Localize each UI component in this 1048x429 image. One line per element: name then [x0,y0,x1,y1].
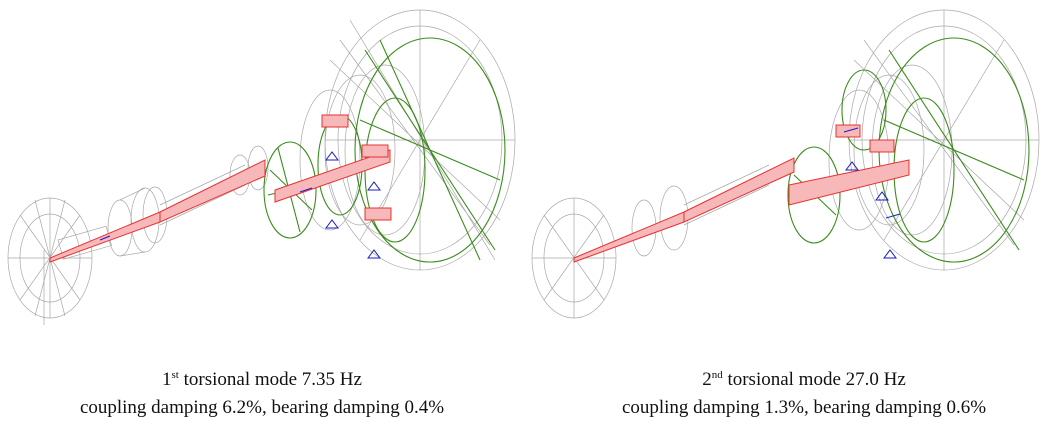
ordinal-number: 1 [162,369,172,390]
damping-line-2: coupling damping 1.3%, bearing damping 0… [621,397,987,418]
shaft-highlight [573,124,910,263]
mode-title-2: 2nd torsional mode 27.0 Hz [524,366,1048,394]
mode-caption-2: 2nd torsional mode 27.0 Hz coupling damp… [524,366,1048,422]
drivetrain-wireframe-mode-2 [531,9,1040,319]
ordinal-number: 2 [702,369,712,390]
mode-frequency-label: torsional mode 7.35 Hz [178,369,362,390]
bearing-markers [99,151,381,259]
bearing-markers [843,127,901,259]
mode-shape-overlay [787,37,1030,263]
mode-panel-1: 1st torsional mode 7.35 Hz coupling damp… [0,9,524,422]
shaft-highlight [49,114,392,263]
ordinal-suffix: nd [711,369,723,381]
wireframe-mesh [7,9,516,325]
mode-caption-1: 1st torsional mode 7.35 Hz coupling damp… [0,366,524,422]
mode-title-1: 1st torsional mode 7.35 Hz [0,366,524,394]
mode-frequency-label: torsional mode 27.0 Hz [722,369,906,390]
ordinal-suffix: st [171,369,179,381]
damping-line-1: coupling damping 6.2%, bearing damping 0… [79,397,445,418]
drivetrain-wireframe-mode-1 [7,9,516,325]
mode-panel-2: 2nd torsional mode 27.0 Hz coupling damp… [524,0,1048,429]
